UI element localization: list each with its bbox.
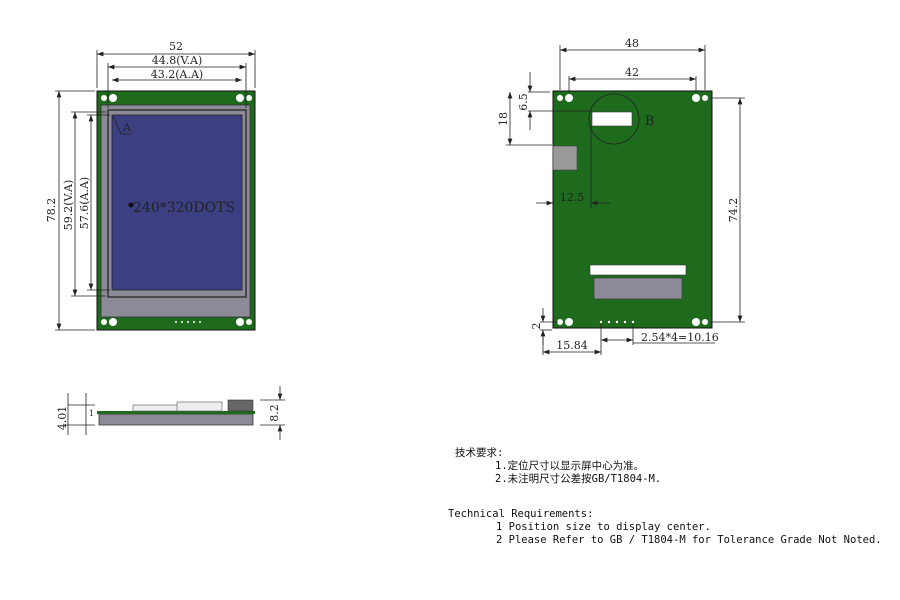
detail-b-label: B	[645, 114, 655, 129]
marker-a: A	[122, 121, 132, 134]
fpc-connector	[589, 264, 687, 276]
dim-width-aa: 43.2(A.A)	[151, 68, 203, 81]
notes-english: Technical Requirements:1 Position size t…	[448, 508, 882, 547]
dim-module-thickness: 4.01	[56, 406, 69, 431]
dim-width-va: 44.8(V.A)	[152, 54, 203, 67]
connector	[591, 111, 633, 127]
notes-chinese: 技术要求:1.定位尺寸以显示屏中心为准。2.未注明尺寸公差按GB/T1804-M…	[455, 447, 661, 486]
dim-height-va: 59.2(V.A)	[62, 180, 75, 231]
notes-en-title: Technical Requirements:	[448, 508, 594, 520]
notes-cn-item-2: 2.未注明尺寸公差按GB/T1804-M.	[495, 473, 662, 485]
dim-total-thickness: 8.2	[268, 404, 281, 422]
dim-connector-offset: 18	[497, 112, 510, 126]
viewing-area	[107, 109, 247, 298]
front-view: 52 44.8(V.A) 43.2(A.A) 78.2 59.2(V.A) 57…	[45, 40, 256, 331]
dim-back-height: 74.2	[727, 198, 740, 223]
notes-cn-title: 技术要求:	[455, 447, 504, 459]
dim-bottom-offset: 2	[530, 323, 543, 330]
side-view: 4.01 1 8.2	[56, 386, 285, 440]
notes-cn-item-1: 1.定位尺寸以显示屏中心为准。	[495, 460, 645, 472]
dim-left-offset: 12.5	[560, 191, 585, 204]
resolution-label: 240*320DOTS	[133, 200, 235, 216]
dim-pcb-thickness: 1	[89, 409, 94, 418]
dim-back-inner-width: 42	[625, 66, 639, 79]
detail-b-circle	[588, 93, 640, 145]
back-view: B 48 42 6.5 18 12.5 74.2 2 15.84 2.54*4=…	[497, 37, 745, 355]
mounting-holes	[101, 94, 252, 326]
notes-en-item-2: 2 Please Refer to GB / T1804-M for Toler…	[496, 534, 882, 546]
dim-height-aa: 57.6(A.A)	[78, 177, 91, 229]
usb-port	[552, 145, 578, 171]
dim-pin-pitch: 2.54*4=10.16	[641, 331, 719, 344]
dim-height-total: 78.2	[45, 198, 58, 223]
dim-width-total: 52	[169, 40, 183, 53]
active-area	[111, 114, 243, 291]
notes-en-item-1: 1 Position size to display center.	[496, 521, 711, 533]
dim-pin-offset: 15.84	[556, 339, 588, 352]
dim-back-width: 48	[625, 37, 639, 50]
dim-top-offset: 6.5	[517, 93, 530, 111]
